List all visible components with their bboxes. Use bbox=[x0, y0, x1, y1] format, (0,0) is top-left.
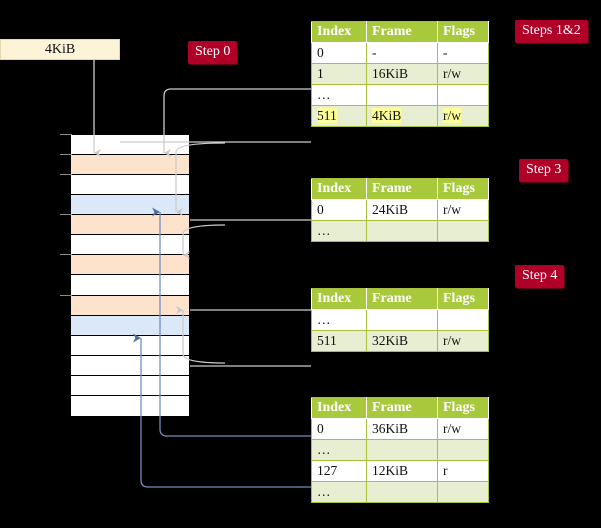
column-header-flags: Flags bbox=[437, 288, 489, 310]
cell-flags bbox=[437, 220, 489, 242]
column-header-frame: Frame bbox=[366, 288, 438, 310]
cell-frame: - bbox=[366, 42, 438, 64]
memory-row-tick-mark bbox=[60, 134, 72, 135]
cell-frame: 32KiB bbox=[366, 330, 438, 352]
memory-row-tick-mark bbox=[60, 154, 72, 156]
cell-frame bbox=[366, 84, 438, 106]
table-row: … bbox=[311, 220, 489, 242]
column-header-frame: Frame bbox=[366, 21, 438, 43]
memory-row-tick-mark bbox=[60, 254, 72, 256]
step-badge-step-3: Step 3 bbox=[519, 159, 569, 182]
cell-index: 0 bbox=[311, 418, 367, 440]
memory-frame-row bbox=[71, 255, 189, 276]
cell-index: 0 bbox=[311, 42, 367, 64]
memory-row-tick-mark bbox=[60, 174, 72, 176]
cell-index: 1 bbox=[311, 63, 367, 85]
cell-flags bbox=[437, 439, 489, 461]
column-header-index: Index bbox=[311, 397, 367, 419]
column-header-flags: Flags bbox=[437, 397, 489, 419]
memory-frame-row bbox=[71, 335, 189, 356]
table-row: … bbox=[311, 439, 489, 461]
cell-index: … bbox=[311, 439, 367, 461]
memory-row-tick-mark bbox=[60, 214, 72, 216]
physical-memory-column bbox=[70, 134, 190, 416]
cell-index: 511 bbox=[311, 330, 367, 352]
cell-flags: r/w bbox=[437, 418, 489, 440]
step-badge-steps-1-and-2: Steps 1&2 bbox=[515, 20, 588, 43]
memory-frame-row bbox=[71, 135, 189, 156]
highlighted-value: 511 bbox=[317, 108, 337, 123]
cell-flags: r bbox=[437, 460, 489, 482]
column-header-flags: Flags bbox=[437, 21, 489, 43]
memory-frame-row bbox=[71, 295, 189, 316]
step-badge-step-0: Step 0 bbox=[188, 41, 238, 64]
cell-flags bbox=[437, 309, 489, 331]
memory-frame-row bbox=[71, 175, 189, 196]
table-row: … bbox=[311, 309, 489, 331]
cell-index: … bbox=[311, 309, 367, 331]
table-row: … bbox=[311, 84, 489, 106]
table-row: … bbox=[311, 481, 489, 503]
cell-flags: - bbox=[437, 42, 489, 64]
cell-frame: 4KiB bbox=[366, 105, 438, 127]
memory-frame-row bbox=[71, 275, 189, 296]
memory-frame-row bbox=[71, 235, 189, 256]
cell-frame: 16KiB bbox=[366, 63, 438, 85]
cell-frame: 24KiB bbox=[366, 199, 438, 221]
column-header-frame: Frame bbox=[366, 397, 438, 419]
memory-frame-row bbox=[71, 315, 189, 336]
cell-frame: 36KiB bbox=[366, 418, 438, 440]
cell-index: 0 bbox=[311, 199, 367, 221]
table-row: 0-- bbox=[311, 42, 489, 64]
column-header-flags: Flags bbox=[437, 178, 489, 200]
cell-frame: 12KiB bbox=[366, 460, 438, 482]
cell-flags: r/w bbox=[437, 105, 489, 127]
cell-index: … bbox=[311, 84, 367, 106]
memory-frame-row bbox=[71, 215, 189, 236]
cell-frame bbox=[366, 439, 438, 461]
cell-frame bbox=[366, 309, 438, 331]
memory-frame-row bbox=[71, 195, 189, 216]
memory-row-tick-mark bbox=[60, 294, 72, 296]
cell-flags: r/w bbox=[437, 330, 489, 352]
highlighted-value: 4KiB bbox=[372, 108, 402, 123]
cell-index: … bbox=[311, 220, 367, 242]
cell-index: 511 bbox=[311, 105, 367, 127]
memory-frame-row bbox=[71, 355, 189, 376]
cell-flags: r/w bbox=[437, 199, 489, 221]
column-header-frame: Frame bbox=[366, 178, 438, 200]
column-header-index: Index bbox=[311, 21, 367, 43]
cell-flags: r/w bbox=[437, 63, 489, 85]
column-header-index: Index bbox=[311, 288, 367, 310]
table-row: 511 4KiB r/w bbox=[311, 105, 489, 127]
cell-flags bbox=[437, 481, 489, 503]
cell-flags bbox=[437, 84, 489, 106]
highlighted-value: r/w bbox=[443, 108, 461, 123]
cell-index: 127 bbox=[311, 460, 367, 482]
memory-frame-row bbox=[71, 395, 189, 416]
source-address-box: 4KiB bbox=[0, 39, 120, 60]
column-header-index: Index bbox=[311, 178, 367, 200]
memory-frame-row bbox=[71, 155, 189, 176]
memory-frame-row bbox=[71, 375, 189, 396]
cell-index: … bbox=[311, 481, 367, 503]
cell-frame bbox=[366, 481, 438, 503]
step-badge-step-4: Step 4 bbox=[515, 265, 565, 288]
cell-frame bbox=[366, 220, 438, 242]
